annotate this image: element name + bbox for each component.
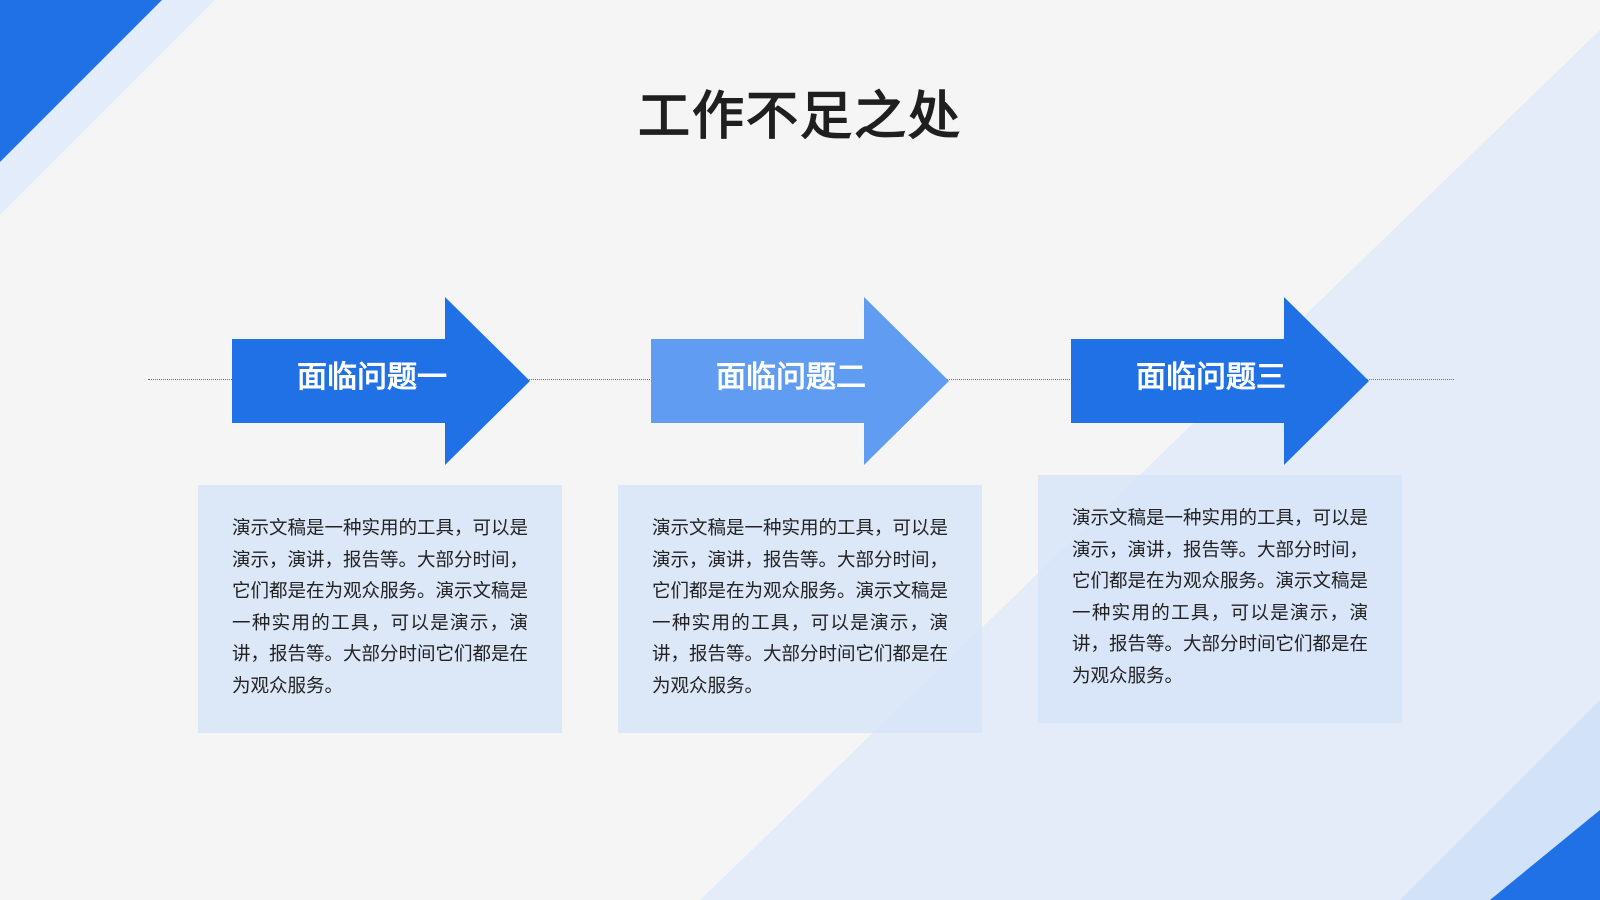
- bottom-right-blue-triangle: [1490, 810, 1600, 900]
- bottom-right-light-triangle: [1400, 700, 1600, 900]
- description-card-3: 演示文稿是一种实用的工具，可以是演示，演讲，报告等。大部分时间，它们都是在为观众…: [1038, 475, 1402, 723]
- step-arrow-1: 面临问题一: [232, 297, 530, 465]
- arrow-shape: [1071, 297, 1369, 465]
- card-description: 演示文稿是一种实用的工具，可以是演示，演讲，报告等。大部分时间，它们都是在为观众…: [1072, 508, 1369, 687]
- step-arrow-2: 面临问题二: [651, 297, 949, 465]
- arrow-body: [651, 297, 949, 465]
- card-description: 演示文稿是一种实用的工具，可以是演示，演讲，报告等。大部分时间，它们都是在为观众…: [232, 518, 529, 697]
- arrow-shape: [232, 297, 530, 465]
- step-label: 面临问题一: [297, 360, 447, 395]
- right-diagonal-band: [700, 30, 1600, 900]
- step-label: 面临问题三: [1136, 360, 1286, 395]
- page-title: 工作不足之处: [637, 87, 962, 147]
- arrow-body: [232, 297, 530, 465]
- step-label: 面临问题二: [716, 360, 866, 395]
- step-arrow-3: 面临问题三: [1071, 297, 1369, 465]
- arrow-shape: [651, 297, 949, 465]
- card-description: 演示文稿是一种实用的工具，可以是演示，演讲，报告等。大部分时间，它们都是在为观众…: [652, 518, 949, 697]
- top-left-blue-triangle: [0, 0, 162, 162]
- arrow-body: [1071, 297, 1369, 465]
- description-card-1: 演示文稿是一种实用的工具，可以是演示，演讲，报告等。大部分时间，它们都是在为观众…: [198, 485, 562, 733]
- description-card-2: 演示文稿是一种实用的工具，可以是演示，演讲，报告等。大部分时间，它们都是在为观众…: [618, 485, 982, 733]
